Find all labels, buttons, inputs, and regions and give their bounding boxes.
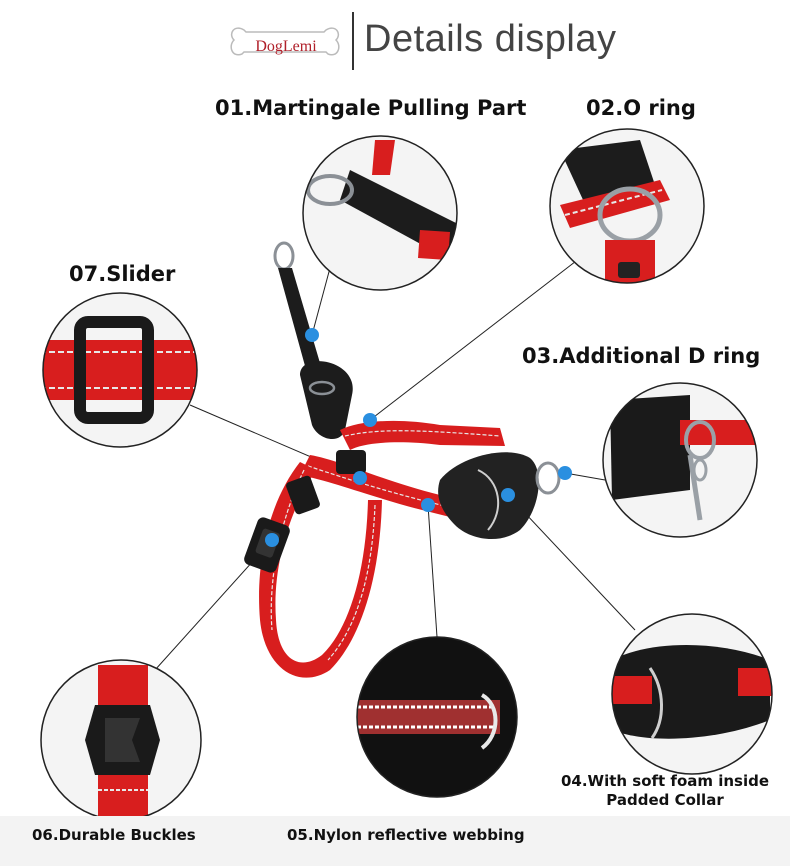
marker-07 [353,471,367,485]
detail-circle-04 [611,613,773,775]
marker-05 [421,498,435,512]
detail-circle-07 [42,292,198,448]
label-o-ring: 02.O ring [586,96,696,120]
detail-circle-02 [549,128,705,284]
header-divider [352,12,354,70]
bone-logo-icon: DogLemi [230,27,340,56]
doglemi-logo: DogLemi [226,14,346,72]
page-title: Details display [364,18,617,60]
label-padded-collar: 04.With soft foam inside Padded Collar [550,772,780,810]
harness-product [244,241,561,678]
detail-circle-06 [40,659,202,821]
detail-circle-01 [302,135,458,291]
callout-lines [154,257,636,671]
label-slider: 07.Slider [69,262,176,286]
label-additional-d-ring: 03.Additional D ring [522,344,761,368]
label-padded-collar-line2: Padded Collar [606,791,724,809]
marker-06 [265,533,279,547]
marker-02 [363,413,377,427]
label-padded-collar-line1: 04.With soft foam inside [560,772,770,790]
logo-text: DogLemi [255,38,317,55]
label-nylon-reflective-webbing: 05.Nylon reflective webbing [287,826,525,844]
label-durable-buckles: 06.Durable Buckles [32,826,196,844]
label-martingale-pulling-part: 01.Martingale Pulling Part [215,96,527,120]
marker-04 [501,488,515,502]
marker-03 [558,466,572,480]
footer-band [0,816,790,866]
callout-markers [265,328,572,547]
marker-01 [305,328,319,342]
detail-circle-05 [356,636,518,798]
detail-circle-03 [602,382,758,538]
